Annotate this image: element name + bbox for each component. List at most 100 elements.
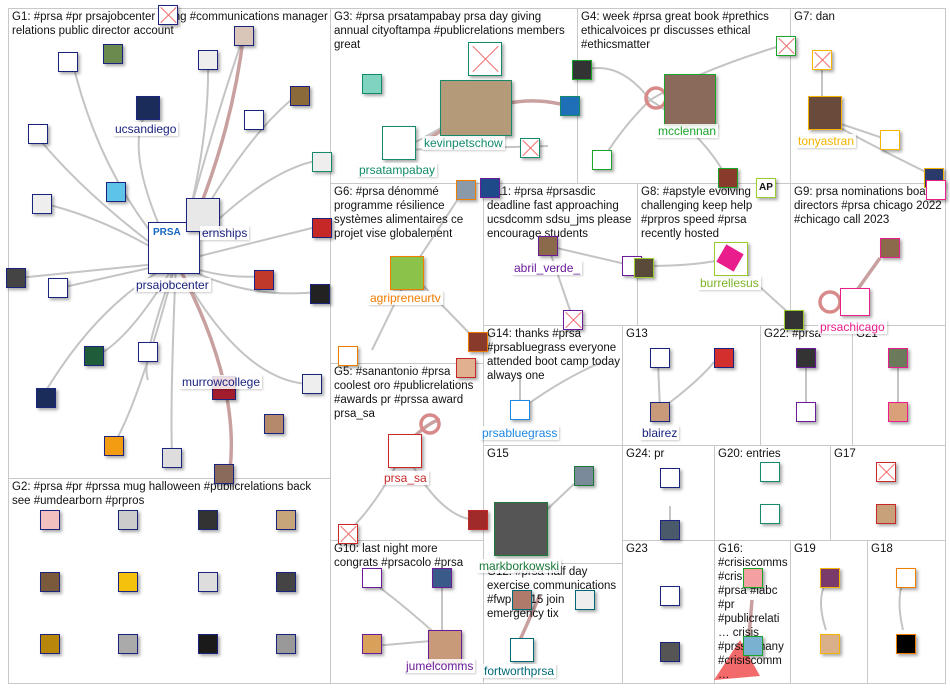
label-abril-verde[interactable]: abril_verde_: [512, 261, 583, 275]
node-g16[interactable]: [743, 568, 763, 588]
node-g8[interactable]: [634, 258, 654, 278]
node-ap[interactable]: AP: [756, 178, 776, 198]
node-g20[interactable]: [760, 504, 780, 524]
node-g2[interactable]: [198, 572, 218, 592]
node-markborkowski[interactable]: [494, 502, 548, 556]
label-fortworthprsa[interactable]: fortworthprsa: [482, 664, 557, 678]
node-g3[interactable]: [520, 138, 540, 158]
label-blairez[interactable]: blairez: [640, 426, 680, 440]
node-g1-avatar[interactable]: [58, 52, 78, 72]
node-g1-avatar[interactable]: [103, 44, 123, 64]
node-g3[interactable]: [312, 152, 332, 172]
node-burrellesus[interactable]: [714, 242, 748, 276]
node-prsachicago[interactable]: [840, 288, 870, 316]
node-g10[interactable]: [362, 568, 382, 588]
node-g11[interactable]: [563, 310, 583, 330]
node-g6[interactable]: [338, 346, 358, 366]
node-g6[interactable]: [468, 332, 488, 352]
label-jobinternships[interactable]: ernships: [200, 226, 250, 240]
node-g4[interactable]: [718, 168, 738, 188]
node-g1-avatar[interactable]: [214, 464, 234, 484]
node-g7[interactable]: [880, 130, 900, 150]
node-g4[interactable]: [572, 60, 592, 80]
node-g1-avatar[interactable]: [234, 26, 254, 46]
node-g3[interactable]: [362, 74, 382, 94]
node-g21[interactable]: [888, 348, 908, 368]
node-g9[interactable]: [926, 180, 946, 200]
node-g1-avatar[interactable]: [264, 414, 284, 434]
node-g2[interactable]: [118, 572, 138, 592]
node-g2[interactable]: [276, 634, 296, 654]
node-g1-avatar[interactable]: [36, 388, 56, 408]
node-g9[interactable]: [880, 238, 900, 258]
node-g13[interactable]: [714, 348, 734, 368]
node-g3[interactable]: [468, 42, 502, 76]
node-g11[interactable]: [480, 178, 500, 198]
node-g2[interactable]: [118, 510, 138, 530]
node-g5[interactable]: [338, 524, 358, 544]
node-prsabluegrass[interactable]: [510, 400, 530, 420]
node-g1-avatar[interactable]: [48, 278, 68, 298]
node-g1-avatar[interactable]: [254, 270, 274, 290]
label-ucsandiego[interactable]: ucsandiego: [113, 122, 179, 136]
node-kevinpetschow[interactable]: [440, 80, 512, 136]
node-tonyastran[interactable]: [808, 96, 842, 130]
node-g1-avatar[interactable]: [28, 124, 48, 144]
node-g1-avatar[interactable]: [104, 436, 124, 456]
node-g1-avatar[interactable]: [244, 110, 264, 130]
node-g10[interactable]: [432, 568, 452, 588]
node-g12[interactable]: [512, 590, 532, 610]
node-g1-avatar[interactable]: [32, 194, 52, 214]
node-g1-avatar[interactable]: [198, 50, 218, 70]
node-g2[interactable]: [276, 510, 296, 530]
node-g2[interactable]: [198, 510, 218, 530]
label-prsabluegrass[interactable]: prsabluegrass: [480, 426, 560, 440]
node-g1-avatar[interactable]: [302, 374, 322, 394]
node-abril-verde[interactable]: [538, 236, 558, 256]
label-mcclennan[interactable]: mcclennan: [656, 124, 719, 138]
node-prsatampabay[interactable]: [382, 126, 416, 160]
node-g2[interactable]: [40, 572, 60, 592]
label-agripreneurtv[interactable]: agripreneurtv: [368, 291, 443, 305]
node-fortworthprsa[interactable]: [510, 638, 534, 662]
node-g1-avatar[interactable]: [6, 268, 26, 288]
node-g5[interactable]: [456, 358, 476, 378]
node-g17[interactable]: [876, 462, 896, 482]
node-g1-avatar[interactable]: [312, 218, 332, 238]
node-g2[interactable]: [118, 634, 138, 654]
node-blairez[interactable]: [650, 402, 670, 422]
node-g3[interactable]: [560, 96, 580, 116]
node-g22[interactable]: [796, 402, 816, 422]
label-murrowcollege[interactable]: murrowcollege: [180, 375, 263, 389]
label-tonyastran[interactable]: tonyastran: [796, 134, 857, 148]
node-prsa-sa[interactable]: [388, 434, 422, 468]
node-g12[interactable]: [575, 590, 595, 610]
label-markborkowski[interactable]: markborkowski: [477, 559, 562, 573]
node-g17[interactable]: [876, 504, 896, 524]
node-g2[interactable]: [276, 572, 296, 592]
node-g2[interactable]: [40, 510, 60, 530]
node-g1-avatar[interactable]: [106, 182, 126, 202]
node-g1-avatar[interactable]: [84, 346, 104, 366]
node-g1-avatar[interactable]: [162, 448, 182, 468]
node-g16[interactable]: [743, 636, 763, 656]
node-g19[interactable]: [820, 568, 840, 588]
node-g13-prsa[interactable]: [650, 348, 670, 368]
label-prsachicago[interactable]: prsachicago: [818, 320, 887, 334]
node-g23[interactable]: [660, 642, 680, 662]
node-g8[interactable]: [784, 310, 804, 330]
label-jumelcomms[interactable]: jumelcomms: [404, 659, 476, 673]
node-g2[interactable]: [40, 634, 60, 654]
node-g24[interactable]: [660, 468, 680, 488]
node-ucsandiego[interactable]: [136, 96, 160, 120]
node-g5[interactable]: [468, 510, 488, 530]
node-g15[interactable]: [574, 466, 594, 486]
node-g21[interactable]: [888, 402, 908, 422]
node-g20[interactable]: [760, 462, 780, 482]
node-hiring[interactable]: [158, 5, 178, 25]
node-g2[interactable]: [198, 634, 218, 654]
node-g19[interactable]: [820, 634, 840, 654]
node-agripreneurtv[interactable]: [390, 256, 424, 290]
label-kevinpetschow[interactable]: kevinpetschow: [422, 136, 505, 150]
label-burrellesus[interactable]: burrellesus: [698, 276, 761, 290]
